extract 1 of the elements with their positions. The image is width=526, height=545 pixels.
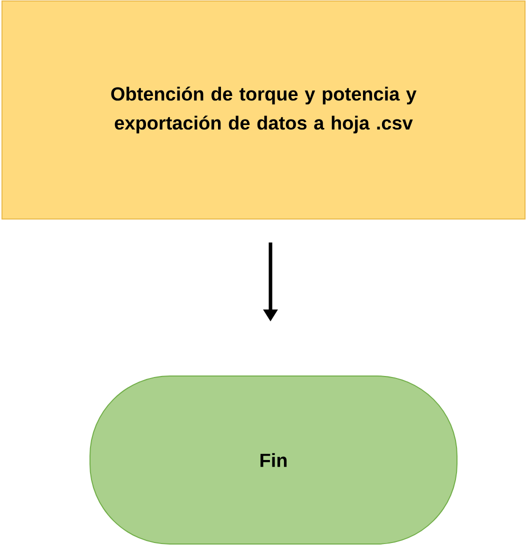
process-box: Obtención de torque y potencia y exportación de datos a hoja .csv (2, 0, 526, 220)
